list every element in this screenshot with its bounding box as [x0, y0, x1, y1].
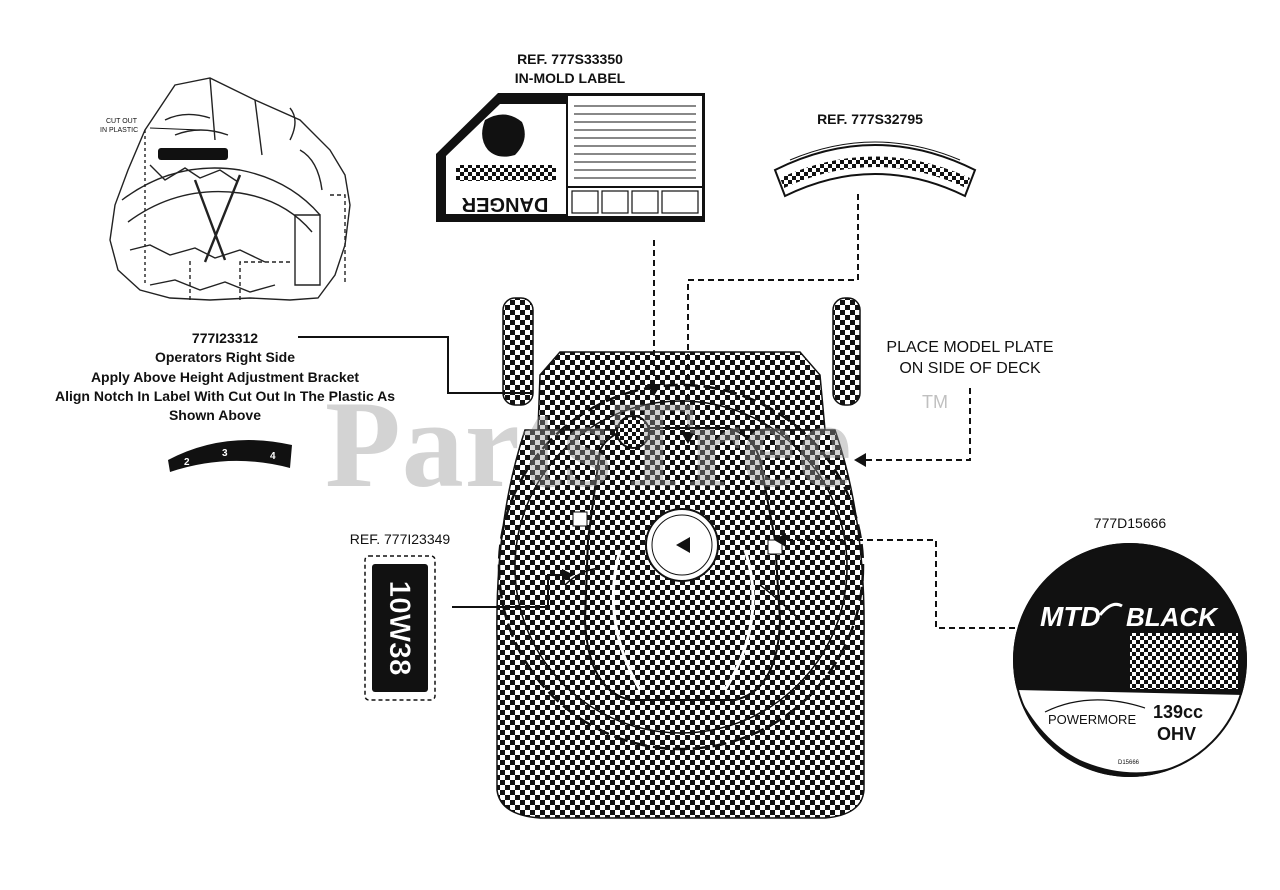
engine-detail-left	[572, 511, 588, 527]
deck-inner-circle	[514, 400, 848, 734]
fuel-cap-ring	[651, 514, 713, 576]
cut-out-leader	[149, 127, 201, 131]
label-ref-777S33350: REF. 777S33350	[517, 51, 623, 67]
deck-arc-left	[564, 567, 601, 586]
mower-top-view	[496, 297, 865, 819]
label-in-mold: IN-MOLD LABEL	[514, 70, 626, 86]
danger-word: DANGER	[461, 193, 548, 215]
height-number-4: 4	[270, 451, 276, 462]
deck-outer-circle	[497, 383, 865, 751]
decal-small-code: D15666	[1118, 760, 1140, 766]
engine-type-text: OHV	[1157, 724, 1196, 744]
powermore-swoosh-icon	[1044, 699, 1146, 713]
decal-checker-block	[1130, 633, 1238, 689]
mtd-brand-text: MTD	[1040, 601, 1101, 632]
height-number-3: 3	[222, 448, 228, 459]
label-apply-above: Apply Above Height Adjustment Bracket	[90, 369, 360, 385]
leader-777I23312	[298, 336, 532, 394]
arrowhead-777I23349	[562, 569, 574, 581]
label-ref-777S32795: REF. 777S32795	[817, 111, 923, 127]
height-bracket-illustration	[109, 77, 351, 301]
label-777I23312: 777I23312	[191, 330, 259, 346]
height-number-decal: 2 3 4	[168, 440, 292, 472]
engine-rib-right	[723, 549, 755, 691]
black-brand-text: BLACK	[1126, 602, 1219, 632]
engine-rib-left	[611, 549, 642, 691]
label-place-model-plate: PLACE MODEL PLATE	[886, 339, 1054, 356]
trademark-symbol: TM	[922, 392, 948, 412]
label-on-side-of-deck: ON SIDE OF DECK	[899, 360, 1041, 377]
label-777D15666: 777D15666	[1093, 515, 1167, 531]
leader-lines	[298, 194, 1015, 629]
leader-model-plate	[858, 388, 971, 461]
arrowhead-777S32795	[681, 432, 695, 444]
mtd-black-engine-decal: MTD BLACK POWERMORE 139cc OHV D15666	[1013, 543, 1247, 777]
label-operators-right-side: Operators Right Side	[154, 349, 296, 365]
oil-fill-cap	[616, 415, 650, 449]
label-in-plastic: IN PLASTIC	[100, 127, 139, 134]
arrowhead-model-plate	[854, 453, 866, 467]
label-ref-777I23349: REF. 777I23349	[349, 531, 451, 547]
bracket-label-strip	[158, 148, 228, 160]
deck-arc-right	[759, 584, 801, 621]
leader-777I23349	[452, 574, 570, 608]
label-align-notch: Align Notch In Label With Cut Out In The…	[54, 388, 396, 404]
height-number-2: 2	[184, 457, 190, 468]
label-cut-out: CUT OUT	[106, 118, 137, 125]
partstree-watermark: PartsTree	[325, 376, 853, 513]
arrowhead-777D15666	[774, 533, 786, 547]
powermore-text: POWERMORE	[1048, 712, 1136, 727]
leader-777S32795	[687, 194, 859, 440]
label-shown-above: Shown Above	[168, 407, 262, 423]
danger-in-mold-label: DANGER	[436, 93, 705, 222]
engine-cc-text: 139cc	[1153, 702, 1203, 722]
arrowhead-777S33350	[647, 384, 661, 396]
model-code-decal: 10W38	[364, 555, 436, 701]
arched-label-777S32795	[773, 141, 977, 198]
danger-hand-icon	[482, 114, 525, 157]
danger-word-flipped: DANGER	[461, 193, 548, 215]
model-code-text: 10W38	[383, 580, 416, 675]
rear-left-wheel	[502, 297, 534, 406]
danger-pictograms	[571, 190, 699, 214]
leader-777D15666	[778, 539, 1015, 629]
mtd-swoosh-icon	[1098, 602, 1123, 616]
rear-right-wheel	[832, 297, 861, 406]
arrowhead-fuel-cap	[676, 537, 690, 553]
